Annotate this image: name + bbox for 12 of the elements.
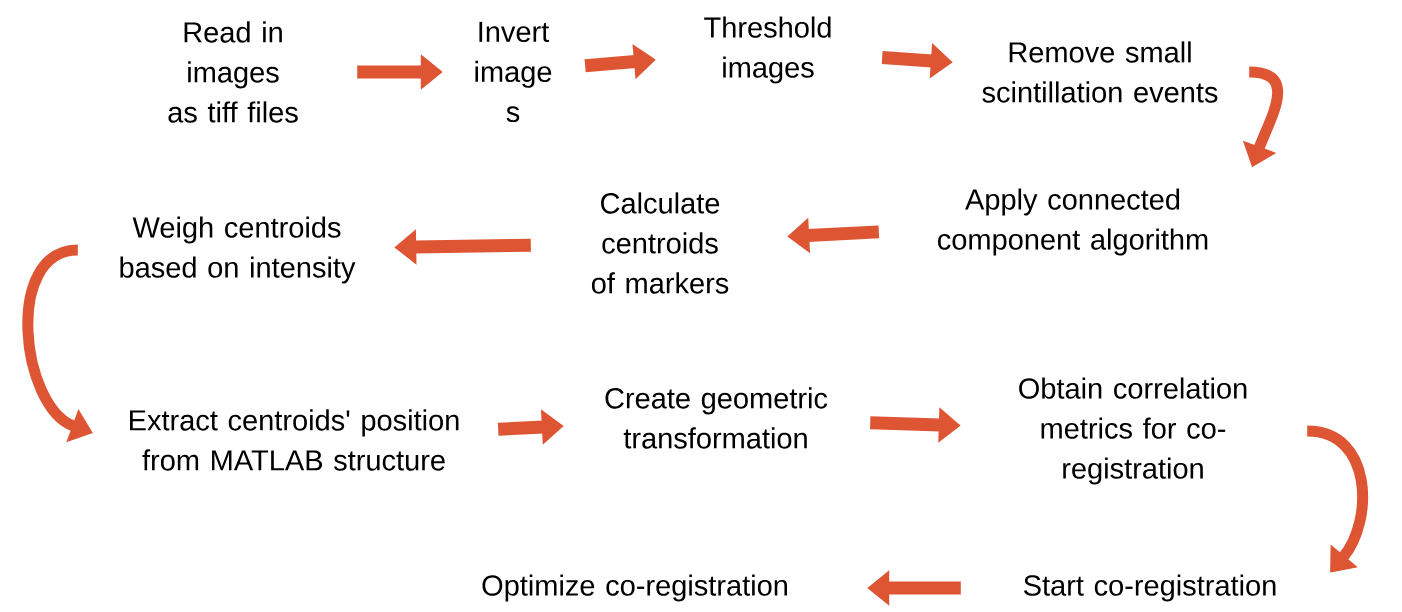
step-text: Weigh centroids based on intensity <box>120 216 356 284</box>
step-text: Optimize co-registration <box>482 574 787 602</box>
step-text: Apply connected component algorithm <box>938 188 1208 256</box>
step-text: Obtain correlation metrics for co-registration <box>1019 377 1247 485</box>
step-text: Invert image s <box>475 21 552 123</box>
step-text: Calculate centroids of markers <box>591 192 729 294</box>
step-text: Extract centroids' position from MATLAB structure <box>130 409 459 471</box>
step-text: Create geometric transformation <box>605 387 828 449</box>
step-text: Start co-registration <box>1024 574 1276 602</box>
step-text: Read in images as tiff files <box>168 21 298 123</box>
step-text: Remove small scintillation events <box>982 41 1218 103</box>
step-text: Threshold images <box>704 16 831 84</box>
